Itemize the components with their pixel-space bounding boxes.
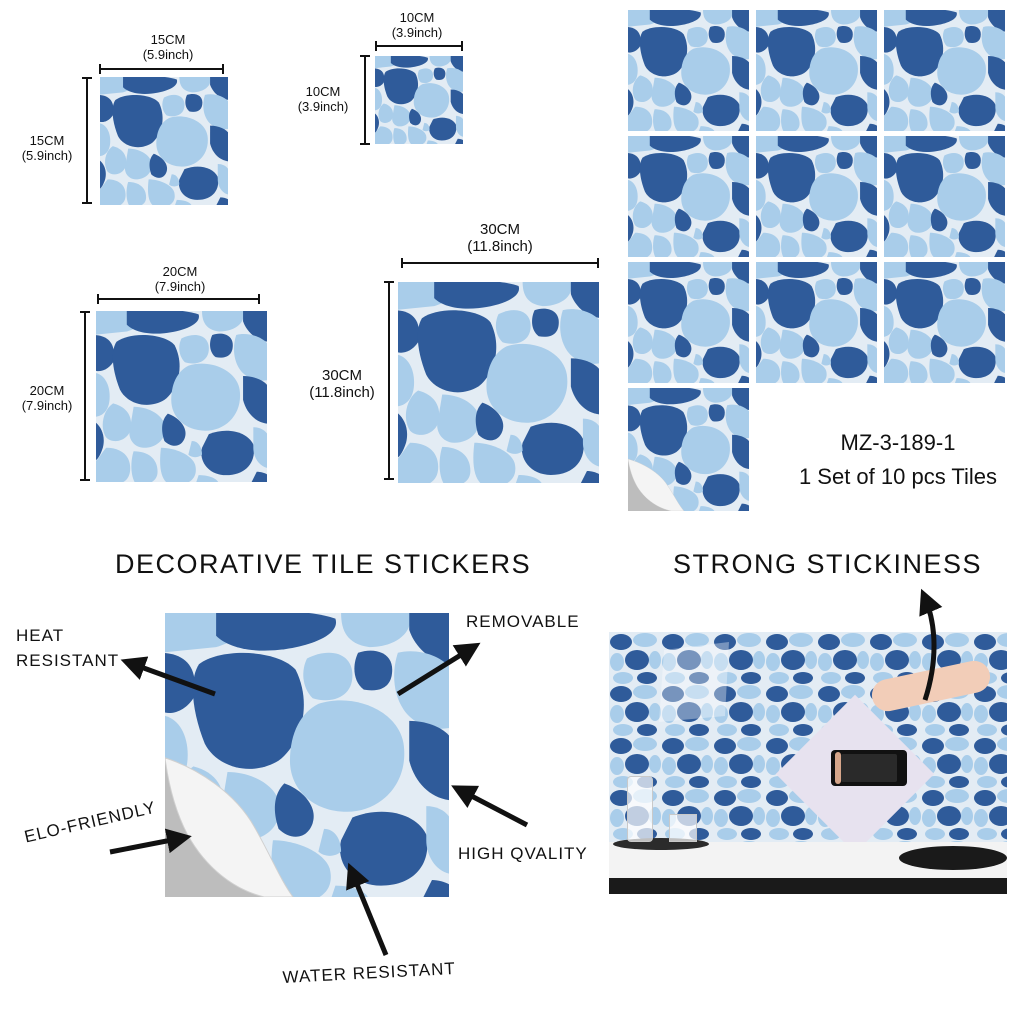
grid-tile — [628, 10, 749, 131]
feature-eco-friendly: ELO-FRIENDLY — [22, 797, 158, 847]
width-label-10cm: 10CM (3.9inch) — [382, 10, 452, 41]
width-label-30cm: 30CM (11.8inch) — [450, 221, 550, 256]
height-label-10cm: 10CM (3.9inch) — [290, 84, 356, 115]
height-label-15cm: 15CM (5.9inch) — [12, 133, 82, 164]
set-description: 1 Set of 10 pcs Tiles — [798, 464, 998, 490]
cm-text: 10CM — [399, 10, 435, 25]
grid-tile — [756, 136, 877, 257]
feature-high-quality: HIGH QVALITY — [458, 844, 588, 863]
inch-text: (7.9inch) — [21, 397, 73, 413]
width-dimension-line — [375, 41, 463, 51]
grid-tile — [628, 262, 749, 383]
phone-icon — [831, 750, 907, 786]
kitchen-photo — [609, 632, 1007, 894]
peel-corner-icon — [628, 446, 698, 511]
counter — [609, 842, 1007, 894]
decorative-heading: DECORATIVE TILE STICKERS — [115, 549, 532, 579]
glass-bottle — [627, 776, 653, 842]
stickiness-heading: STRONG STICKINESS — [673, 549, 983, 579]
width-label-15cm: 15CM (5.9inch) — [128, 32, 208, 63]
cm-text: 30CM — [321, 367, 362, 384]
height-dimension-line — [80, 311, 90, 481]
height-label-20cm: 20CM (7.9inch) — [12, 383, 82, 414]
cm-text: 30CM — [479, 221, 520, 238]
cm-text: 15CM — [150, 32, 186, 47]
height-dimension-line — [384, 281, 394, 480]
inch-text: (11.8inch) — [467, 238, 533, 256]
width-dimension-line — [97, 294, 260, 304]
height-label-30cm: 30CM (11.8inch) — [298, 367, 386, 402]
height-dimension-line — [82, 77, 92, 204]
grid-tile — [884, 10, 1005, 131]
inch-text: (11.8inch) — [309, 384, 375, 402]
product-info: MZ-3-189-1 1 Set of 10 pcs Tiles — [790, 426, 1006, 494]
feature-removable: REMOVABLE — [466, 612, 580, 631]
feature-text: HEAT — [16, 626, 65, 645]
width-dimension-line — [99, 64, 224, 74]
inch-text: (7.9inch) — [154, 278, 206, 294]
grid-tile — [884, 262, 1005, 383]
inch-text: (3.9inch) — [297, 98, 349, 114]
feature-text: RESISTANT — [16, 650, 120, 670]
cm-text: 20CM — [29, 383, 65, 398]
tile-20cm — [96, 311, 267, 482]
feature-water-resistant: WATER RESISTANT — [282, 958, 457, 987]
inch-text: (5.9inch) — [21, 147, 73, 163]
cm-text: 10CM — [305, 84, 341, 99]
grid-tile — [884, 136, 1005, 257]
inch-text: (3.9inch) — [391, 24, 443, 40]
peel-corner-icon — [165, 723, 325, 897]
grid-tile — [628, 136, 749, 257]
tile-10cm — [375, 56, 463, 144]
feature-tile — [165, 613, 449, 897]
grid-tile — [756, 262, 877, 383]
height-dimension-line — [360, 55, 370, 145]
arrow-icon — [451, 785, 529, 828]
tile-15cm — [100, 77, 228, 205]
tiled-wall — [609, 632, 1007, 842]
width-dimension-line — [401, 258, 599, 268]
cm-text: 20CM — [162, 264, 198, 279]
tile-30cm — [398, 282, 599, 483]
feature-heat-resistant: HEAT RESISTANT — [16, 624, 119, 673]
grid-tile — [756, 10, 877, 131]
width-label-20cm: 20CM (7.9inch) — [140, 264, 220, 295]
grid-tile-peeling — [628, 388, 749, 511]
model-number: MZ-3-189-1 — [840, 430, 956, 455]
cm-text: 15CM — [29, 133, 65, 148]
inch-text: (5.9inch) — [142, 46, 194, 62]
glass-cup — [669, 814, 697, 842]
